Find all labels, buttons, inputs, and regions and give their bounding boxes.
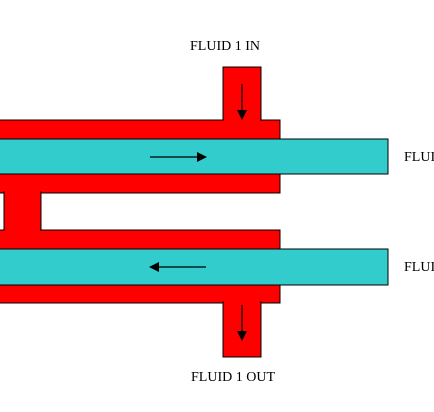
fluid2-upper-label: FLUID 2 IN	[404, 150, 434, 165]
fluid1-in-label: FLUID 1 IN	[190, 39, 260, 54]
u-bend-connector	[3, 191, 42, 232]
fluid2-lower-label: FLUID 2 OUT	[404, 260, 434, 275]
fluid1-out-label: FLUID 1 OUT	[191, 370, 275, 385]
